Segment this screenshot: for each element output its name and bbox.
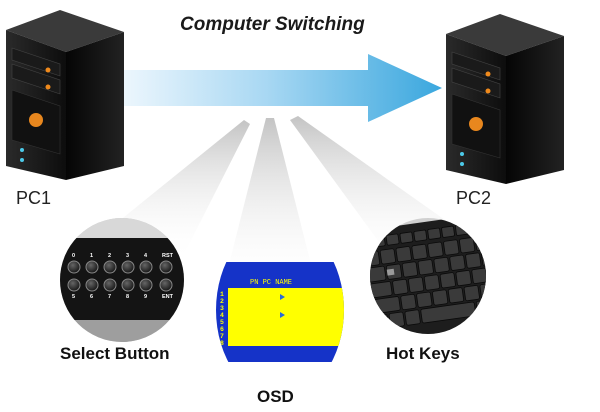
hot-keys-label: Hot Keys — [386, 344, 460, 363]
osd-line-5: 5 — [220, 319, 224, 326]
osd-line-7: 7 — [220, 333, 224, 340]
pc2-label: PC2 — [456, 188, 492, 208]
osd-screen: PN PC NAME 1 2 3 4 5 6 7 8 — [216, 262, 344, 362]
button-number-0: 0 — [72, 253, 75, 259]
pc1-tower — [6, 10, 124, 180]
pc1-label: PC1 — [16, 188, 52, 208]
osd-label: OSD — [257, 387, 294, 406]
windows-key-icon — [386, 268, 395, 276]
button-number-8: 8 — [126, 294, 129, 300]
osd-header: PN PC NAME — [250, 279, 292, 287]
rst-label: RST — [162, 253, 174, 259]
osd-line-3: 3 — [220, 305, 224, 312]
select-button-label: Select Button — [60, 344, 170, 363]
button-number-2: 2 — [108, 253, 111, 259]
button-number-6: 6 — [90, 294, 93, 300]
diagram-title: Computer Switching — [180, 14, 365, 35]
select-button-panel: 0 1 2 3 4 RST 5 6 7 8 9 ENT — [60, 218, 184, 342]
hot-keys-keyboard — [370, 218, 486, 334]
button-number-7: 7 — [108, 294, 111, 300]
osd-line-2: 2 — [220, 298, 224, 305]
osd-line-8: 8 — [220, 340, 224, 347]
button-number-1: 1 — [90, 253, 93, 259]
ent-label: ENT — [162, 294, 174, 300]
button-number-3: 3 — [126, 253, 129, 259]
osd-line-6: 6 — [220, 326, 224, 333]
beam-center — [222, 118, 318, 292]
pc2-tower — [446, 14, 564, 184]
osd-line-4: 4 — [220, 312, 224, 319]
switching-arrow — [120, 54, 442, 122]
button-number-4: 4 — [144, 253, 148, 259]
osd-line-1: 1 — [220, 291, 224, 298]
button-number-5: 5 — [72, 294, 75, 300]
button-number-9: 9 — [144, 294, 147, 300]
